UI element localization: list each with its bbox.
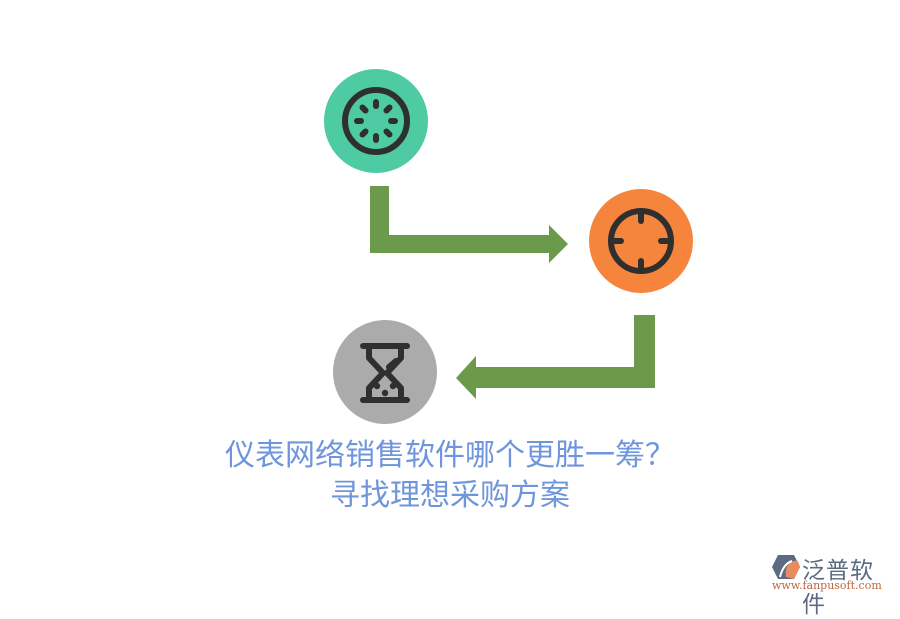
- brand-logo: 泛普软件 www.fanpusoft.com: [768, 551, 896, 618]
- diagram-title-line1: 仪表网络销售软件哪个更胜一筹？: [225, 438, 675, 473]
- flow-arrows: [370, 186, 655, 399]
- hourglass-icon: [360, 343, 410, 403]
- arrow-target-to-wait: [456, 315, 655, 399]
- loading-spinner-icon: [342, 87, 410, 155]
- crosshair-target-icon: [608, 208, 674, 274]
- fanpu-logo-icon: [772, 555, 800, 579]
- diagram-title-line2: 寻找理想采购方案: [330, 478, 570, 513]
- start-node: [324, 69, 428, 173]
- arrow-start-to-target: [370, 186, 568, 263]
- brand-url: www.fanpusoft.com: [772, 579, 882, 592]
- wait-node: [333, 320, 437, 424]
- target-node: [589, 189, 693, 293]
